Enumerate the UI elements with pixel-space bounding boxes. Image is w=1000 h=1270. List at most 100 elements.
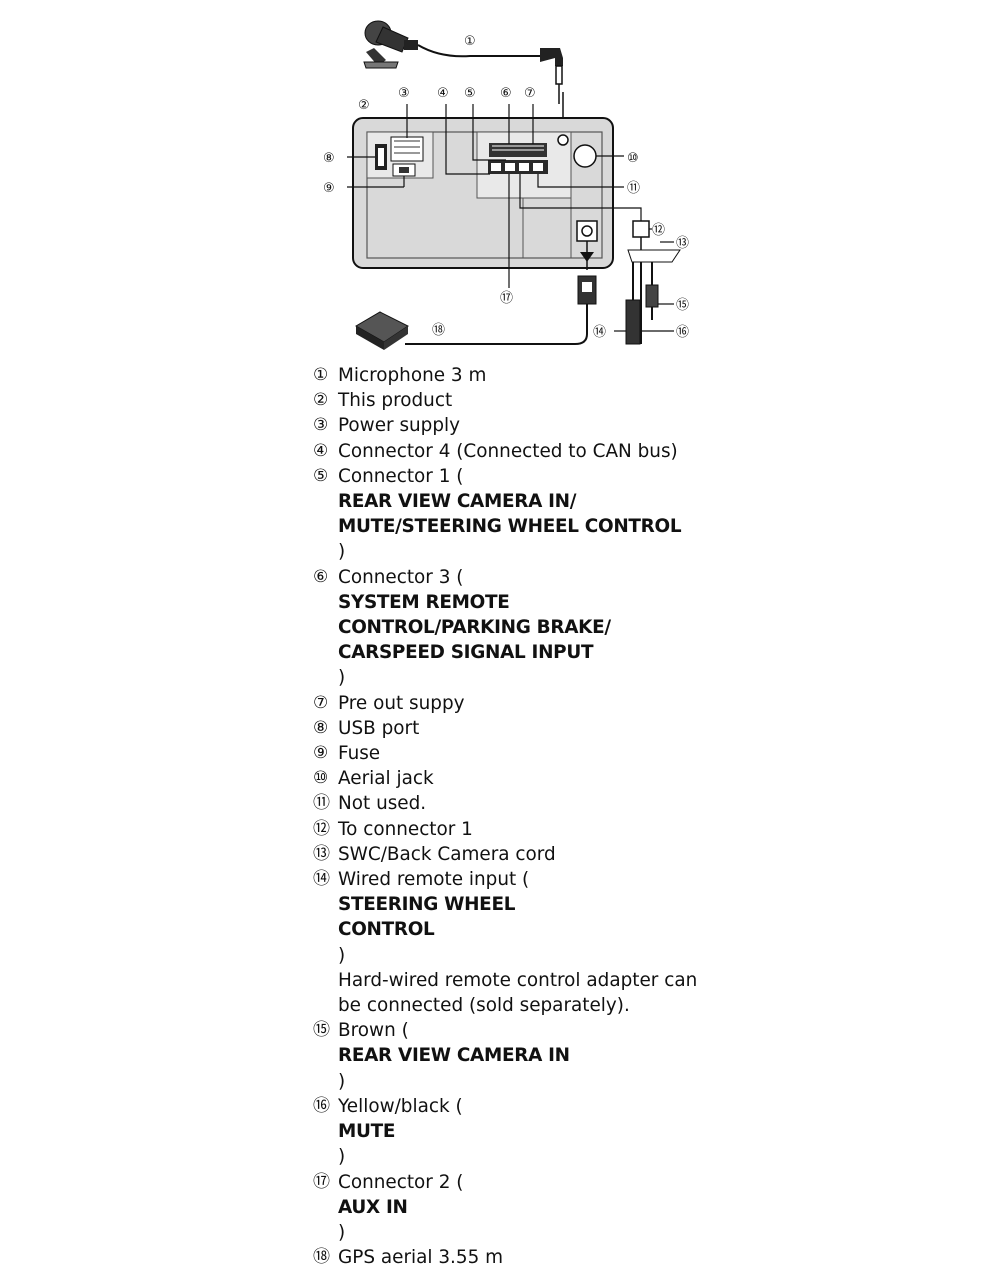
legend-text: USB port	[338, 717, 420, 739]
legend-text: Connector 1 (	[338, 465, 464, 487]
callout-10: ⑩	[627, 151, 639, 166]
callout-14: ⑭	[593, 325, 606, 340]
legend-line: Pre out suppy	[338, 691, 465, 716]
legend-number: ⑯	[313, 1095, 330, 1116]
callout-11: ⑪	[627, 181, 640, 196]
legend-number: ⑭	[313, 869, 330, 890]
legend-bold-text: STEERING WHEEL	[338, 894, 516, 916]
wiring-diagram: ① ② ③ ④ ⑤ ⑥ ⑦ ⑧ ⑨ ⑩ ⑪ ⑫ ⑬ ⑭ ⑮ ⑯ ⑰ ⑱	[323, 20, 689, 350]
legend-text: Fuse	[338, 743, 381, 765]
swc-camera-cord	[625, 220, 681, 345]
legend-line: CONTROL)	[338, 917, 697, 967]
gps-cable	[405, 241, 597, 345]
legend-line: GPS aerial 3.55 m	[338, 1245, 503, 1270]
callout-8: ⑧	[323, 151, 335, 166]
legend-item: ⑮ Brown ( REAR VIEW CAMERA IN)	[313, 1018, 713, 1094]
legend-line: Connector 1 (REAR VIEW CAMERA IN/	[338, 464, 681, 514]
legend-number: ⑧	[313, 717, 329, 738]
legend-item: ⑱ GPS aerial 3.55 m	[313, 1245, 713, 1270]
legend-bold-text: CONTROL	[338, 919, 435, 941]
legend-line: Not used.	[338, 791, 426, 816]
callout-6: ⑥	[500, 86, 512, 101]
legend-text: )	[338, 667, 346, 689]
callout-17: ⑰	[500, 291, 513, 306]
legend-item: ⑪ Not used.	[313, 791, 713, 816]
legend-line: Yellow/black (MUTE)	[338, 1094, 463, 1170]
legend-text: Wired remote input (	[338, 869, 530, 891]
legend-line: MUTE/STEERING WHEEL CONTROL)	[338, 514, 682, 564]
callout-1: ①	[464, 34, 476, 49]
legend-line: be connected (sold separately).	[338, 993, 697, 1018]
callout-9: ⑨	[323, 181, 335, 196]
leader-lines	[347, 104, 642, 288]
head-unit-rear-panel	[352, 117, 614, 269]
legend-text: Microphone 3 m	[338, 365, 487, 386]
microphone-icon	[363, 20, 418, 69]
legend-line: Fuse	[338, 741, 380, 766]
legend-line: Connector 3 ( SYSTEM REMOTE	[338, 565, 611, 615]
legend-text: Brown (	[338, 1020, 409, 1042]
legend-number: ②	[313, 390, 329, 411]
legend-bold-text: AUX IN	[338, 1196, 408, 1218]
legend-text: )	[338, 541, 346, 563]
legend-line: Microphone 3 m	[338, 363, 486, 388]
legend-number: ①	[313, 365, 329, 385]
legend-item: ① Microphone 3 m	[313, 363, 713, 388]
callout-18: ⑱	[432, 323, 445, 338]
legend-number: ⑱	[313, 1247, 330, 1268]
legend-text: )	[338, 1070, 346, 1092]
legend-text: Pre out suppy	[338, 692, 465, 714]
callout-5: ⑤	[464, 86, 476, 101]
legend-number: ⑰	[313, 1171, 330, 1192]
legend-line: Power supply	[338, 413, 460, 438]
legend-line: Brown ( REAR VIEW CAMERA IN)	[338, 1018, 570, 1094]
legend-item: ③ Power supply	[313, 413, 713, 438]
legend-text: Power supply	[338, 415, 461, 437]
legend-text: Connector 4 (Connected to CAN bus)	[338, 440, 678, 462]
legend-text: )	[338, 1146, 346, 1168]
legend-text: Not used.	[338, 793, 427, 815]
legend-bold-text: MUTE/STEERING WHEEL CONTROL	[338, 516, 682, 538]
legend-text: GPS aerial 3.55 m	[338, 1247, 504, 1269]
legend-number: ⑮	[313, 1020, 330, 1041]
callout-2: ②	[358, 98, 370, 113]
legend-bold-text: SYSTEM REMOTE	[338, 591, 510, 613]
callout-4: ④	[437, 86, 449, 101]
legend-number: ⑨	[313, 743, 329, 764]
legend-text: To connector 1	[338, 818, 473, 840]
legend-bold-text: REAR VIEW CAMERA IN	[338, 1045, 570, 1067]
legend-text: SWC/Back Camera cord	[338, 843, 556, 865]
legend-line: CONTROL/PARKING BRAKE/	[338, 615, 611, 640]
legend-number: ⑥	[313, 566, 329, 587]
legend-number: ③	[313, 415, 329, 436]
legend-text: )	[338, 944, 346, 966]
legend-number: ⑬	[313, 843, 330, 864]
legend-number: ⑦	[313, 692, 329, 713]
legend-line: USB port	[338, 716, 419, 741]
gps-aerial-icon	[355, 311, 409, 350]
legend-line: Wired remote input ( STEERING WHEEL	[338, 867, 697, 917]
callout-13: ⑬	[676, 236, 689, 251]
legend-item: ⑯ Yellow/black (MUTE)	[313, 1094, 713, 1170]
mic-plug-icon	[540, 48, 563, 104]
legend-number: ⑪	[313, 793, 330, 814]
legend-line: Aerial jack	[338, 766, 434, 791]
legend-text: Connector 3 (	[338, 566, 464, 588]
legend-text: Hard-wired remote control adapter can	[338, 969, 698, 991]
legend-line: Connector 4 (Connected to CAN bus)	[338, 439, 678, 464]
callout-16: ⑯	[676, 325, 689, 340]
legend-item: ⑰ Connector 2 (AUX IN)	[313, 1170, 713, 1246]
legend-line: Connector 2 (AUX IN)	[338, 1170, 463, 1246]
legend-item: ⑦ Pre out suppy	[313, 691, 713, 716]
legend-bold-text: CARSPEED SIGNAL INPUT	[338, 642, 594, 664]
legend-line: SWC/Back Camera cord	[338, 842, 556, 867]
legend-line: CARSPEED SIGNAL INPUT)	[338, 640, 611, 690]
